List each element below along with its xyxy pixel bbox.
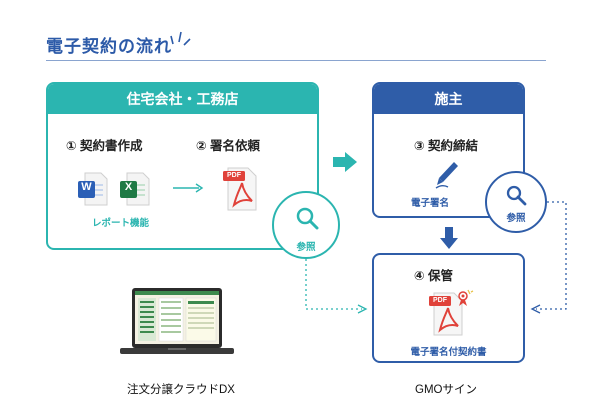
company-reference-circle: [272, 191, 340, 259]
pdf-document-icon: [223, 167, 257, 211]
owner-panel-header: 施主: [374, 84, 523, 114]
signed-pdf-badge-text: PDF: [433, 297, 447, 304]
caption-right: GMOサイン: [415, 384, 477, 396]
signed-contract-label: 電子署名付契約書: [410, 347, 487, 358]
step-sign-contract: ③ 契約締結: [414, 139, 479, 153]
company-panel: 住宅会社・工務店: [46, 82, 319, 250]
excel-document-icon: [120, 172, 150, 206]
company-panel-header: 住宅会社・工務店: [48, 84, 317, 114]
laptop-icon: [120, 288, 234, 354]
magnifier-icon: [296, 207, 319, 230]
title-divider: [46, 60, 546, 61]
esign-label: 電子署名: [410, 198, 449, 209]
pen-icon: [435, 162, 458, 189]
report-feature-label: レポート機能: [92, 218, 150, 229]
sparkle-icon: [170, 31, 191, 46]
signed-pdf-icon: [429, 289, 474, 336]
flow-arrow-right-icon: [333, 152, 357, 172]
magnifier-icon: [506, 185, 527, 206]
arrow-right-icon: [173, 183, 204, 193]
excel-letter: X: [124, 181, 133, 193]
step-create-contract: ① 契約書作成: [66, 139, 143, 153]
word-letter: W: [81, 181, 92, 193]
flow-arrow-down-icon: [440, 227, 458, 249]
owner-reference-label: 参照: [506, 213, 526, 224]
owner-reference-circle: [485, 171, 547, 233]
step-storage: ④ 保管: [414, 269, 454, 283]
word-document-icon: [78, 172, 108, 206]
step-request-signature: ② 署名依頼: [196, 139, 261, 153]
diagram-title: 電子契約の流れ: [46, 37, 172, 56]
pdf-badge-text: PDF: [227, 172, 241, 179]
company-reference-label: 参照: [296, 242, 316, 253]
caption-left: 注文分譲クラウドDX: [127, 384, 235, 396]
